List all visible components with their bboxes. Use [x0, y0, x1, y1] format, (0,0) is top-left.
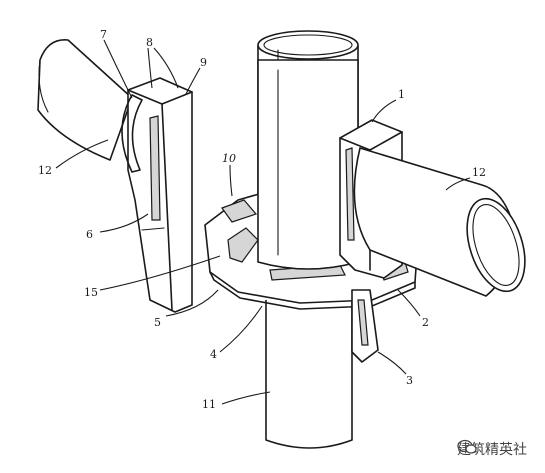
right-coupler [339, 119, 526, 363]
callout-1: 1 [398, 88, 405, 101]
callout-5: 5 [154, 316, 161, 329]
callout-4: 4 [210, 348, 217, 361]
callout-7: 7 [100, 28, 107, 41]
callout-11: 11 [202, 398, 216, 411]
callout-3: 3 [406, 374, 413, 387]
callout-15: 15 [84, 286, 98, 299]
left-coupler [37, 39, 193, 313]
callout-8: 8 [146, 36, 153, 49]
callout-6: 6 [86, 228, 93, 241]
leader-lines [55, 39, 471, 405]
callout-12-right: 12 [472, 166, 486, 179]
callout-12-left: 12 [38, 164, 52, 177]
callout-10: 10 [222, 152, 236, 165]
watermark: 建筑精英社 [457, 439, 527, 459]
callout-2: 2 [422, 316, 429, 329]
chat-bubble-icon [457, 439, 477, 454]
callout-labels: 1 2 3 4 5 6 7 8 9 10 11 12 12 15 [38, 28, 486, 411]
callout-9: 9 [200, 56, 207, 69]
